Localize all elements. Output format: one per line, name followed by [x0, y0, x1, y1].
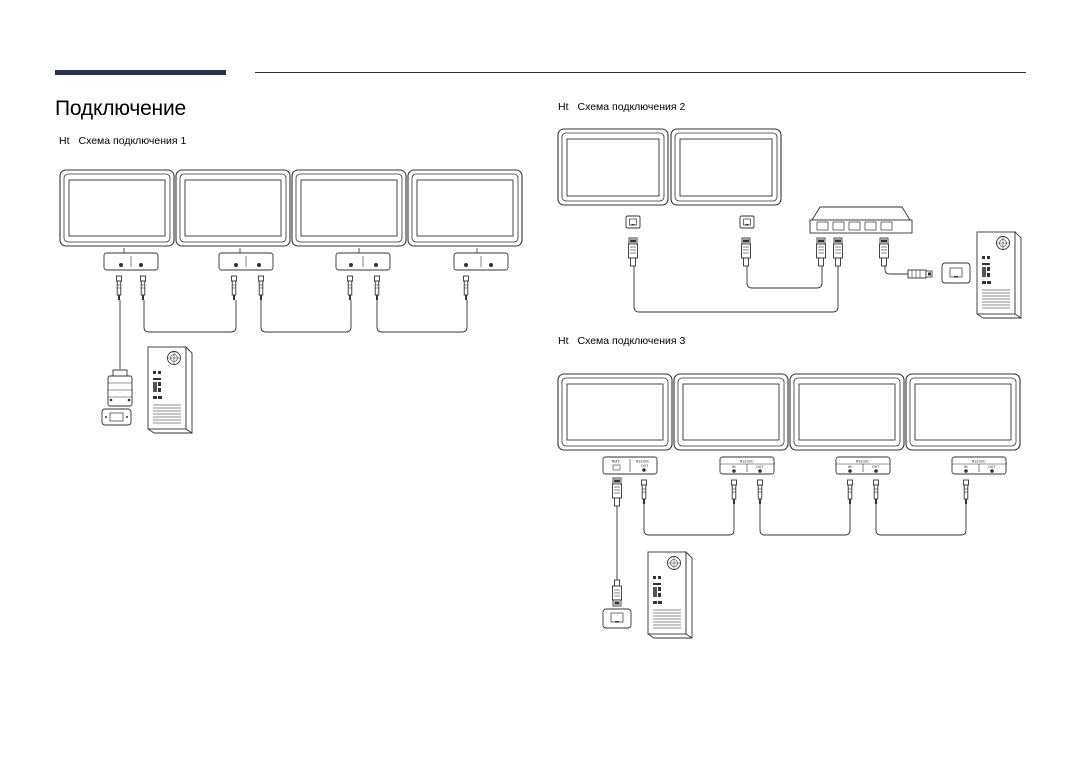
diagram-3-heading: Ht Схема подключения 3: [558, 335, 685, 347]
out-label: OUT: [641, 464, 649, 468]
rj45-plug: [879, 237, 889, 267]
header-accent-bar: [55, 70, 226, 75]
rj45-port: [602, 608, 632, 629]
port-panel: RJ45 RS232C OUT: [602, 456, 658, 475]
pc-tower: [976, 231, 1022, 319]
in-label: IN: [732, 465, 736, 469]
rs232-label: RS232C: [740, 460, 754, 464]
rj45-plug-side: [907, 269, 933, 279]
diagram-2-label: Схема подключения 2: [577, 101, 686, 113]
diagram-2-marker: Ht: [558, 101, 569, 113]
display: [789, 373, 905, 451]
diagram-2-heading: Ht Схема подключения 2: [558, 101, 685, 113]
diagram-3-label: Схема подключения 3: [577, 335, 686, 347]
display: [175, 169, 291, 247]
rj45-port: [625, 215, 641, 229]
display: [59, 169, 175, 247]
display: [291, 169, 407, 247]
port-panel: RS232C IN OUT: [719, 456, 775, 475]
display: [407, 169, 523, 247]
rs232-label: RS232C: [856, 460, 870, 464]
rj45-label: RJ45: [612, 460, 620, 464]
rj45-plug: [816, 237, 826, 267]
cables: [616, 504, 967, 580]
network-hub: [809, 206, 913, 234]
diagram-1-label: Схема подключения 1: [78, 135, 187, 147]
out-label: OUT: [988, 465, 996, 469]
cable-plugs: [641, 479, 969, 505]
diagram-1: [59, 169, 523, 434]
in-label: IN: [964, 465, 968, 469]
pc-tower: [147, 346, 193, 434]
out-label: OUT: [872, 465, 880, 469]
display: [905, 373, 1021, 451]
rj45-port: [739, 215, 755, 229]
display: [557, 128, 669, 206]
rj45-plug-up: [612, 579, 622, 607]
serial-port: [101, 408, 132, 426]
display: [557, 373, 673, 451]
rj45-plug: [612, 477, 622, 507]
page-title: Подключение: [55, 97, 186, 120]
diagram-1-marker: Ht: [59, 135, 70, 147]
port-panel: RS232C IN OUT: [835, 456, 891, 475]
cables: [633, 266, 908, 313]
serial-connector: [107, 369, 133, 407]
rs232-label: RS232C: [972, 460, 986, 464]
rj45-plug: [628, 237, 638, 267]
cable-plugs: [116, 275, 469, 301]
diagram-2: [557, 128, 1022, 319]
rj45-port: [941, 262, 971, 284]
rj45-plug: [833, 237, 843, 267]
diagram-3-marker: Ht: [558, 335, 569, 347]
port-panel: RS232C IN OUT: [951, 456, 1007, 475]
diagram-3: RJ45 RS232C OUT RS232C IN OUT RS232C IN …: [557, 373, 1021, 639]
display: [670, 128, 782, 206]
out-label: OUT: [756, 465, 764, 469]
display: [673, 373, 789, 451]
cables: [119, 300, 468, 370]
in-label: IN: [848, 465, 852, 469]
diagram-1-heading: Ht Схема подключения 1: [59, 135, 186, 147]
pc-tower: [647, 551, 693, 639]
port-panel: [103, 248, 509, 271]
header-rule: [255, 72, 1026, 73]
rs232-label: RS232C: [636, 460, 650, 464]
rj45-plug: [741, 237, 751, 267]
